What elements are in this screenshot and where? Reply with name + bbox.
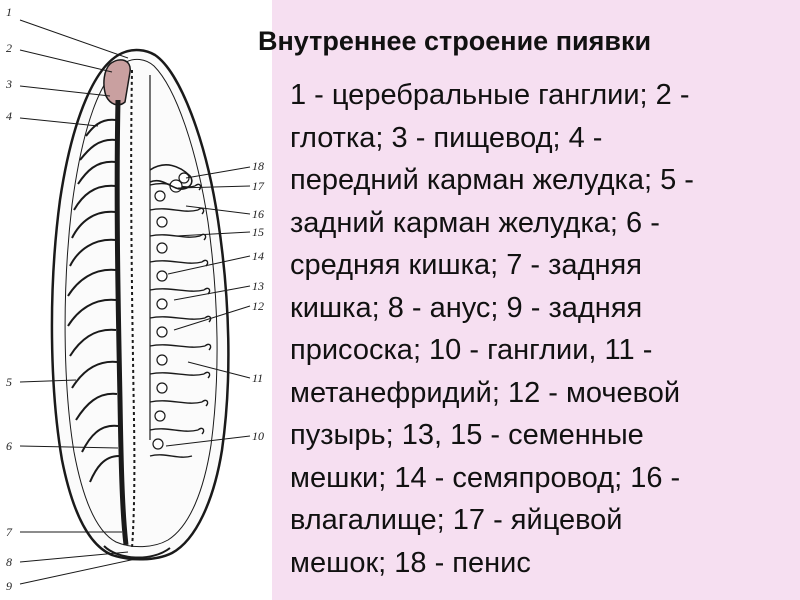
leech-anatomy-diagram: 1 2 3 4 5 6 7 8 9 18 17 16 15 14 13 12 1… (5, 5, 265, 593)
text-panel-background (272, 0, 800, 600)
legend-line: 1 - церебральные ганглии; 2 - (290, 79, 690, 111)
label-13: 13 (252, 279, 264, 293)
slide-title: Внутреннее строение пиявки (258, 26, 652, 56)
label-14: 14 (252, 249, 264, 263)
label-16: 16 (252, 207, 264, 221)
pharynx (103, 59, 131, 106)
right-leader-lines (165, 166, 251, 447)
legend-line: средняя кишка; 7 - задняя (290, 249, 642, 281)
label-18: 18 (252, 159, 264, 173)
label-7: 7 (6, 525, 13, 539)
legend-line: задний карман желудка; 6 - (290, 206, 660, 239)
ganglia-circles (152, 172, 190, 450)
label-12: 12 (252, 299, 264, 313)
nephridia-loops (149, 182, 212, 458)
legend-line: мешки; 14 - семяпровод; 16 - (290, 461, 681, 494)
label-5: 5 (6, 375, 12, 389)
label-3: 3 (5, 77, 12, 91)
label-9: 9 (6, 579, 12, 593)
nerve-cord (130, 69, 136, 549)
posterior-sucker (103, 545, 171, 559)
label-4: 4 (6, 109, 12, 123)
label-1: 1 (6, 5, 12, 19)
label-6: 6 (6, 439, 12, 453)
legend-text: 1 - церебральные ганглии; 2 - глотка; 3 … (290, 74, 790, 584)
body-outline (50, 48, 230, 561)
legend-line: кишка; 8 - анус; 9 - задняя (290, 291, 643, 324)
legend-line: метанефридий; 12 - мочевой (290, 376, 681, 409)
legend-line: мешок; 18 - пенис (290, 546, 531, 579)
legend-line: присоска; 10 - ганглии, 11 - (290, 334, 653, 366)
label-17: 17 (252, 179, 265, 193)
label-11: 11 (252, 371, 263, 385)
label-2: 2 (6, 41, 12, 55)
left-leader-lines (19, 19, 141, 585)
legend-line: влагалище; 17 - яйцевой (290, 504, 623, 536)
inner-outline (64, 58, 218, 548)
stomach-pockets (67, 118, 120, 483)
genital-organs (149, 164, 193, 190)
gut-tube (114, 99, 129, 546)
label-15: 15 (252, 225, 264, 239)
label-10: 10 (252, 429, 264, 443)
legend-line: глотка; 3 - пищевод; 4 - (290, 121, 603, 154)
legend-line: передний карман желудка; 5 - (290, 164, 694, 196)
label-8: 8 (6, 555, 12, 569)
legend-line: пузырь; 13, 15 - семенные (290, 419, 644, 451)
